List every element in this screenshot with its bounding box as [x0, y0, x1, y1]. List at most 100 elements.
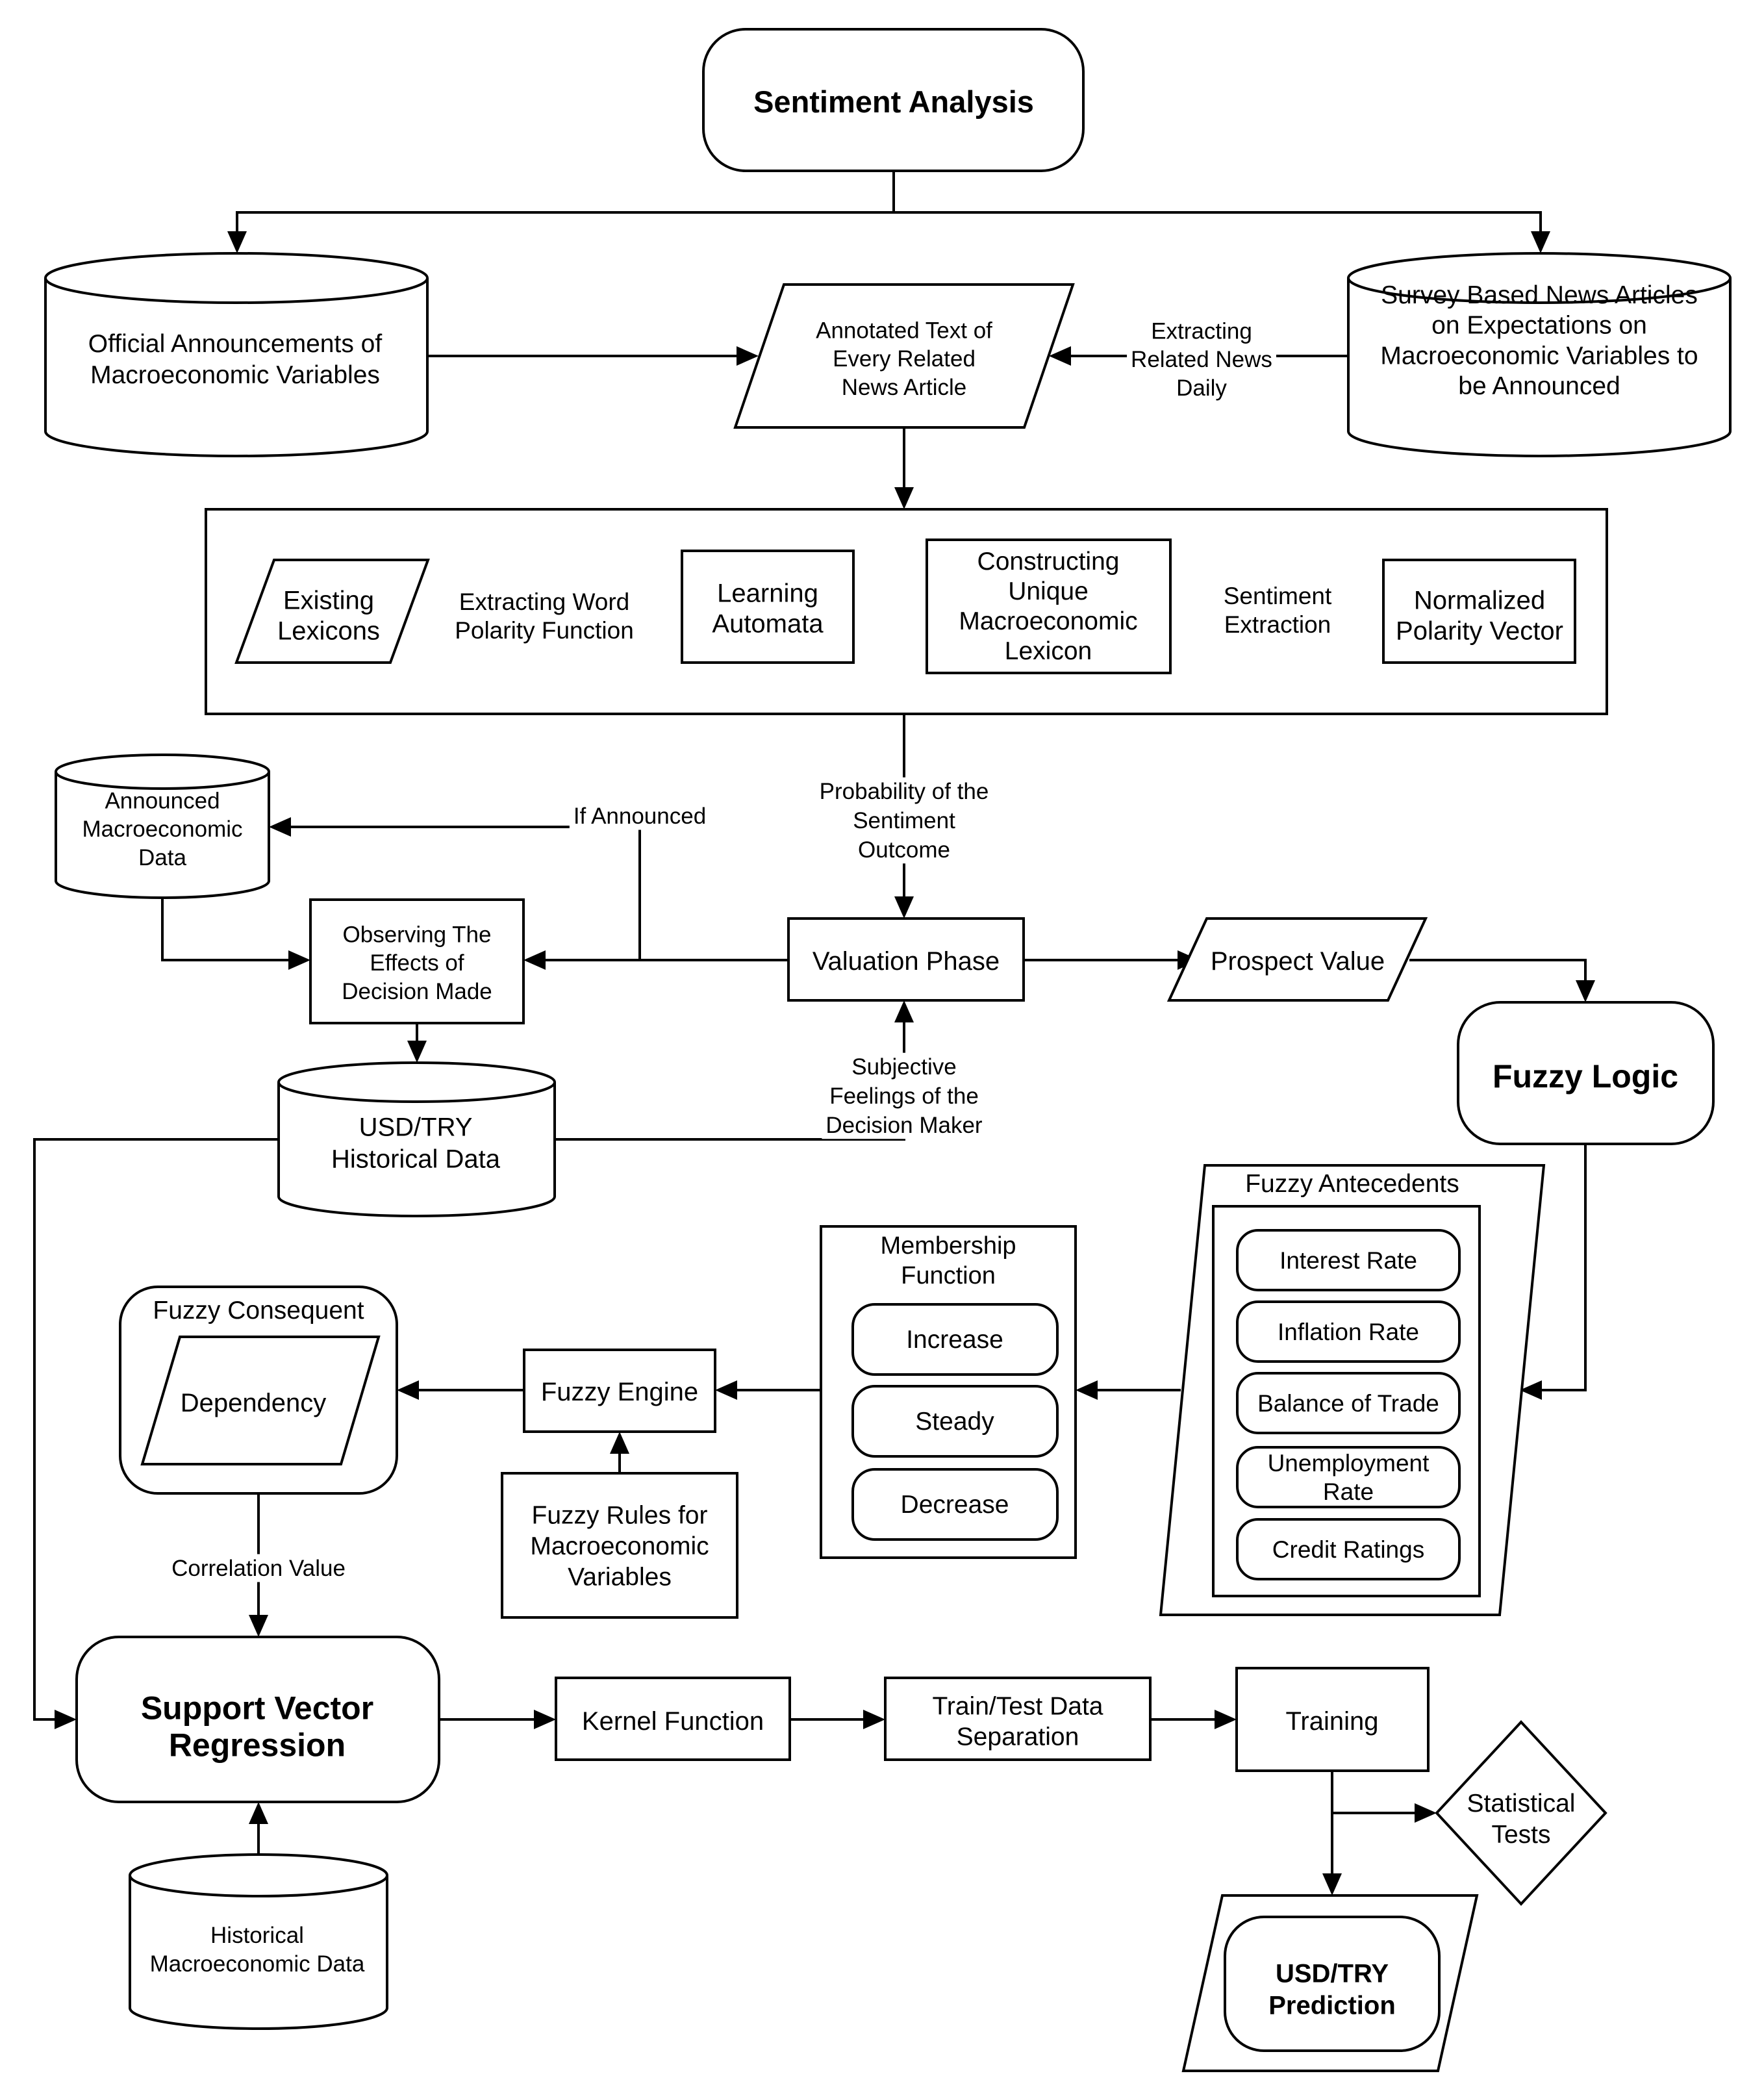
- edge-label-if-announced-backdrop: [569, 802, 711, 830]
- antecedent-item-0: [1236, 1229, 1461, 1291]
- arrow-traintest-to-training: [1150, 1710, 1237, 1729]
- antecedent-item-2: [1236, 1372, 1461, 1434]
- membership-label-2: Decrease: [901, 1491, 1009, 1519]
- fuzzy-rules-node: [501, 1472, 738, 1619]
- arrow-annotated-to-pipeline: [894, 427, 914, 509]
- learning-automata-node: [681, 550, 855, 664]
- kernel-function-label: Kernel Function: [582, 1707, 764, 1736]
- existing-lexicons-node: [234, 559, 430, 664]
- sentiment-analysis-label: Sentiment Analysis: [753, 84, 1034, 119]
- arrow-svr-to-kernel: [439, 1710, 556, 1729]
- prospect-value-node: [1166, 917, 1428, 1002]
- constructing-lexicon-node: [926, 539, 1172, 674]
- edge-label-extracting-news-backdrop: [1127, 316, 1276, 402]
- antecedent-item-1: [1236, 1300, 1461, 1363]
- arrow-training-to-statistical: [1332, 1803, 1437, 1823]
- antecedent-label-0: Interest Rate: [1279, 1247, 1417, 1274]
- membership-label-1: Steady: [915, 1408, 994, 1436]
- prospect-value-label: Prospect Value: [1211, 947, 1385, 976]
- fuzzy-engine-label: Fuzzy Engine: [541, 1378, 698, 1406]
- fuzzy-logic-node: [1457, 1001, 1715, 1145]
- arrow-to-official: [227, 211, 894, 253]
- sentiment-analysis-node: [702, 28, 1085, 172]
- membership-item-0: [851, 1303, 1059, 1376]
- usd-try-historical-db: [277, 1061, 556, 1217]
- arrow-training-to-prediction: [1322, 1771, 1342, 1895]
- arrow-kernel-to-traintest: [790, 1710, 885, 1729]
- antecedent-label-2: Balance of Trade: [1257, 1390, 1439, 1417]
- valuation-phase-node: [787, 917, 1025, 1002]
- dependency-label: Dependency: [181, 1389, 327, 1417]
- arrow-engine-to-consequent: [397, 1380, 524, 1400]
- kernel-function-node: [555, 1677, 791, 1761]
- membership-item-1: [851, 1385, 1059, 1458]
- fuzzy-logic-label: Fuzzy Logic: [1493, 1058, 1678, 1095]
- edge-label-if-announced: If Announced: [573, 804, 706, 829]
- antecedent-label-4: Credit Ratings: [1272, 1536, 1424, 1563]
- arrow-announced-to-observing: [161, 898, 310, 970]
- membership-label-0: Increase: [906, 1326, 1003, 1354]
- arrow-prospect-to-fuzzy-logic: [1409, 959, 1595, 1002]
- annotated-text-node: [733, 283, 1075, 429]
- fuzzy-engine-node: [523, 1349, 716, 1433]
- normalized-polarity-node: [1382, 559, 1576, 664]
- arrow-antecedents-to-membership: [1076, 1380, 1181, 1400]
- train-test-node: [884, 1677, 1152, 1761]
- arrow-rules-to-engine: [610, 1432, 629, 1473]
- arrow-valuation-to-prospect: [1024, 950, 1200, 970]
- arrow-official-to-annotated: [427, 346, 759, 366]
- antecedent-item-4: [1236, 1518, 1461, 1580]
- membership-item-2: [851, 1468, 1059, 1541]
- valuation-phase-label: Valuation Phase: [813, 947, 1000, 976]
- arrow-observing-to-historical: [407, 1023, 427, 1063]
- lexicon-pipeline-container: [205, 508, 1608, 715]
- arrow-usd-historical-to-svr: [33, 1138, 279, 1729]
- observing-effects-node: [309, 898, 525, 1024]
- fuzzy-consequent-title: Fuzzy Consequent: [153, 1297, 364, 1324]
- announced-data-db: [55, 754, 270, 899]
- arrow-valuation-to-observing: [523, 950, 788, 970]
- arrow-historical-macro-to-svr: [249, 1802, 268, 1855]
- antecedent-label-1: Inflation Rate: [1278, 1319, 1419, 1345]
- usd-try-prediction-node: [1224, 1916, 1441, 2052]
- arrow-membership-to-engine: [715, 1380, 821, 1400]
- survey-news-db: [1347, 252, 1732, 457]
- training-node: [1235, 1667, 1430, 1772]
- statistical-tests-node: [1435, 1720, 1607, 1906]
- official-announcements-db: [44, 252, 429, 457]
- edge-label-probability-backdrop: [815, 777, 993, 864]
- fuzzy-antecedents-title: Fuzzy Antecedents: [1245, 1170, 1459, 1198]
- arrow-to-survey: [894, 211, 1550, 253]
- arrow-fuzzy-logic-to-antecedents: [1520, 1144, 1587, 1400]
- node-shapes: [44, 28, 1732, 2072]
- edge-label-correlation-value-backdrop: [168, 1554, 349, 1582]
- edge-label-extracting-polarity-backdrop: [451, 587, 638, 645]
- dependency-node: [140, 1336, 381, 1465]
- edge-label-correlation-value: Correlation Value: [171, 1556, 346, 1581]
